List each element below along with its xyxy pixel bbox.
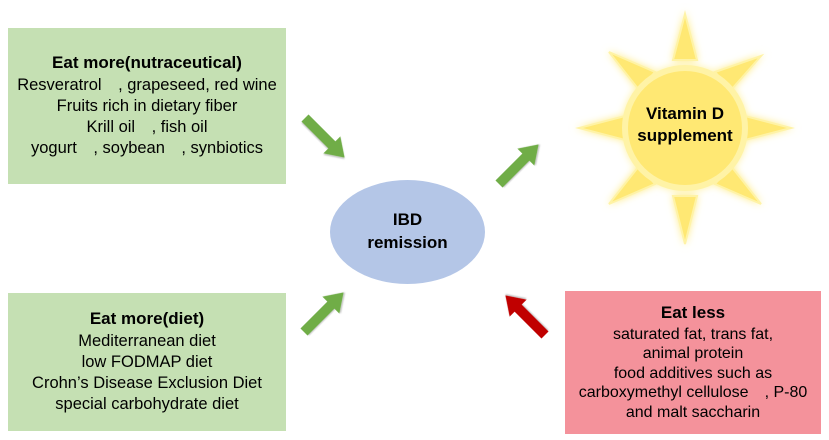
arrow-nutraceutical-to-ibd (301, 114, 345, 158)
box-line: animal protein (642, 345, 744, 363)
box-title: Eat more(diet) (89, 309, 205, 329)
box-title: Eat less (660, 302, 726, 322)
box-line: Resveratrol , grapeseed, red wine (17, 76, 277, 95)
eat-more-diet-box: Eat more(diet) Mediterranean diet low FO… (8, 293, 286, 431)
box-line: carboxymethyl cellulose , P-80 (578, 384, 808, 402)
box-line: food additives such as (613, 364, 773, 382)
sun-icon (575, 10, 795, 245)
arrow-eat-less-to-ibd (505, 295, 549, 339)
box-line: low FODMAP diet (81, 353, 213, 372)
eat-more-nutraceutical-box: Eat more(nutraceutical) Resveratrol , gr… (8, 28, 286, 184)
box-title: Eat more(nutraceutical) (52, 53, 242, 73)
box-line: saturated fat, trans fat, (612, 325, 774, 343)
ibd-remission-node: IBD remission (330, 180, 485, 284)
remission-label: remission (367, 233, 448, 252)
box-line: Crohn’s Disease Exclusion Diet (32, 374, 262, 393)
box-line: Mediterranean diet (78, 332, 216, 351)
arrow-ibd-to-vitamin-d (495, 144, 539, 188)
ibd-label: IBD (392, 210, 423, 230)
box-line: Krill oil , fish oil (86, 118, 208, 137)
vitamin-d-label: Vitamin D supplement (610, 103, 760, 147)
vitamin-d-line2: supplement (637, 126, 733, 146)
vitamin-d-line1: Vitamin D (645, 104, 725, 123)
eat-less-box: Eat less saturated fat, trans fat, anima… (565, 291, 821, 434)
box-line: yogurt , soybean , synbiotics (30, 139, 264, 158)
box-line: Fruits rich in dietary fiber (56, 97, 238, 116)
box-line: special carbohydrate diet (55, 395, 239, 414)
box-line: and malt saccharin (625, 403, 761, 421)
arrow-diet-to-ibd (300, 292, 344, 336)
